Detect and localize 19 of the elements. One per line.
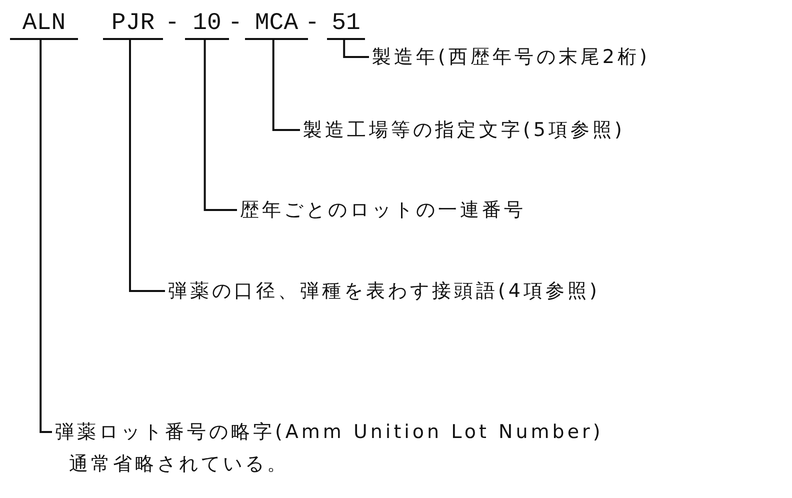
code-segment: 51 [327, 10, 365, 40]
leader-line [272, 40, 300, 131]
hyphen: - [165, 10, 180, 38]
code-segment: MCA [245, 10, 308, 40]
hyphen: - [228, 10, 242, 38]
leader-line [129, 40, 165, 292]
code-segment: ALN [10, 10, 78, 40]
description-text: 製造年(西歴年号の末尾2桁) [372, 45, 650, 69]
description-text: 弾薬ロット番号の略字(Amm Unition Lot Number) [55, 420, 604, 444]
description-text: 歴年ごとのロットの一連番号 [240, 198, 526, 222]
note-text: 通常省略されている。 [69, 452, 290, 476]
code-segment: PJR [103, 10, 163, 40]
leader-line [343, 40, 369, 58]
leader-line [204, 40, 237, 211]
hyphen: - [305, 10, 320, 38]
description-text: 弾薬の口径、弾種を表わす接頭語(4項参照) [168, 279, 600, 303]
leader-line [40, 40, 52, 433]
description-text: 製造工場等の指定文字(5項参照) [303, 118, 625, 142]
code-segment: 10 [185, 10, 229, 40]
